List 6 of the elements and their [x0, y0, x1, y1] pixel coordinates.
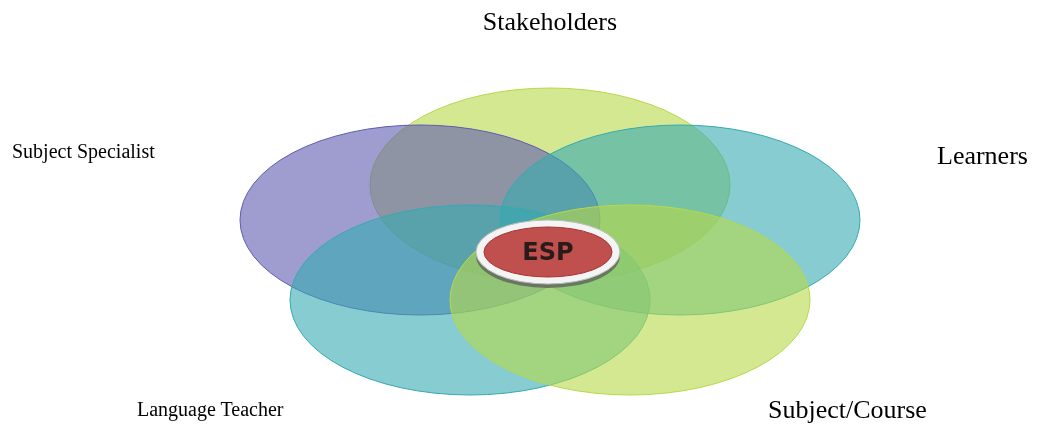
circle-heading: Subject/Course	[768, 396, 927, 425]
circle-heading: Stakeholders	[482, 8, 618, 37]
center-label: ESP	[522, 238, 574, 266]
circle-heading: Learners	[937, 142, 1028, 171]
circle-heading: Language Teacher	[137, 398, 284, 420]
circle-heading: Subject Specialist	[12, 140, 155, 162]
